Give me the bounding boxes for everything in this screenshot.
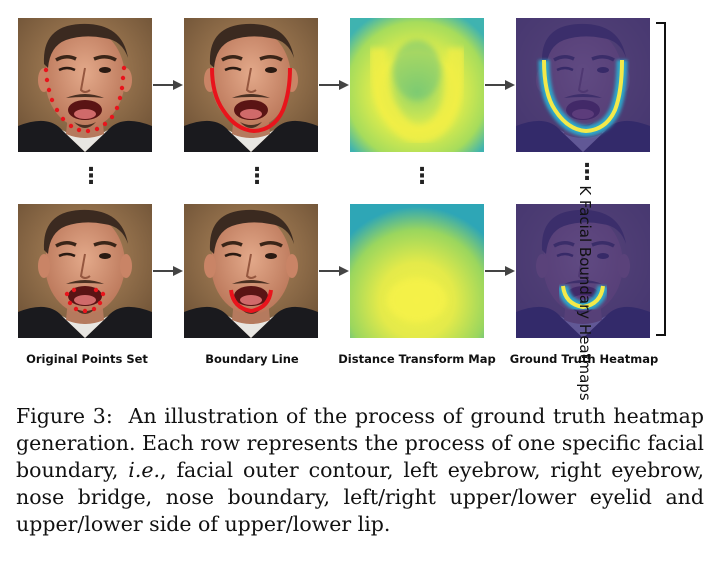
landmark-points: [43, 65, 127, 134]
row2-ground-truth-heatmap-panel: [516, 204, 650, 338]
right-bracket: [656, 22, 666, 336]
column-label-ground-truth-heatmap: Ground Truth Heatmap: [509, 352, 659, 366]
column-label-boundary-line: Boundary Line: [205, 352, 299, 366]
vertical-ellipsis-icon: ⋮: [80, 164, 102, 189]
row2-boundary-line-panel: [184, 204, 318, 338]
row1-ground-truth-heatmap-panel: [516, 18, 650, 152]
vertical-ellipsis-icon: ⋮: [246, 164, 268, 189]
arrow-right-icon: [485, 266, 515, 276]
arrow-right-icon: [319, 266, 349, 276]
row2-distance-transform-panel: [350, 204, 484, 338]
arrow-right-icon: [485, 80, 515, 90]
landmark-points: [64, 287, 106, 314]
boundary-line: [229, 289, 273, 314]
arrow-right-icon: [153, 266, 183, 276]
row1-boundary-line-panel: [184, 18, 318, 152]
vertical-ellipsis-icon: ⋮: [411, 164, 433, 189]
caption-text-2: , facial outer contour, left eyebrow, ri…: [16, 458, 704, 536]
caption-text-1: An illustration of the process of ground…: [16, 404, 704, 482]
arrow-right-icon: [319, 80, 349, 90]
caption-ie: i.e.: [128, 458, 161, 482]
row1-distance-transform-panel: [350, 18, 484, 152]
boundary-line: [210, 67, 292, 134]
arrow-right-icon: [153, 80, 183, 90]
column-label-original-points: Original Points Set: [26, 352, 148, 366]
row1-original-points-panel: [18, 18, 152, 152]
side-label: K Facial Boundary Heatmaps: [576, 185, 594, 401]
vertical-ellipsis-icon: ⋮: [576, 160, 598, 185]
figure-number: Figure 3:: [16, 404, 113, 428]
column-label-distance-transform: Distance Transform Map: [338, 352, 496, 366]
figure-caption: Figure 3: An illustration of the process…: [16, 403, 704, 538]
row2-original-points-panel: [18, 204, 152, 338]
